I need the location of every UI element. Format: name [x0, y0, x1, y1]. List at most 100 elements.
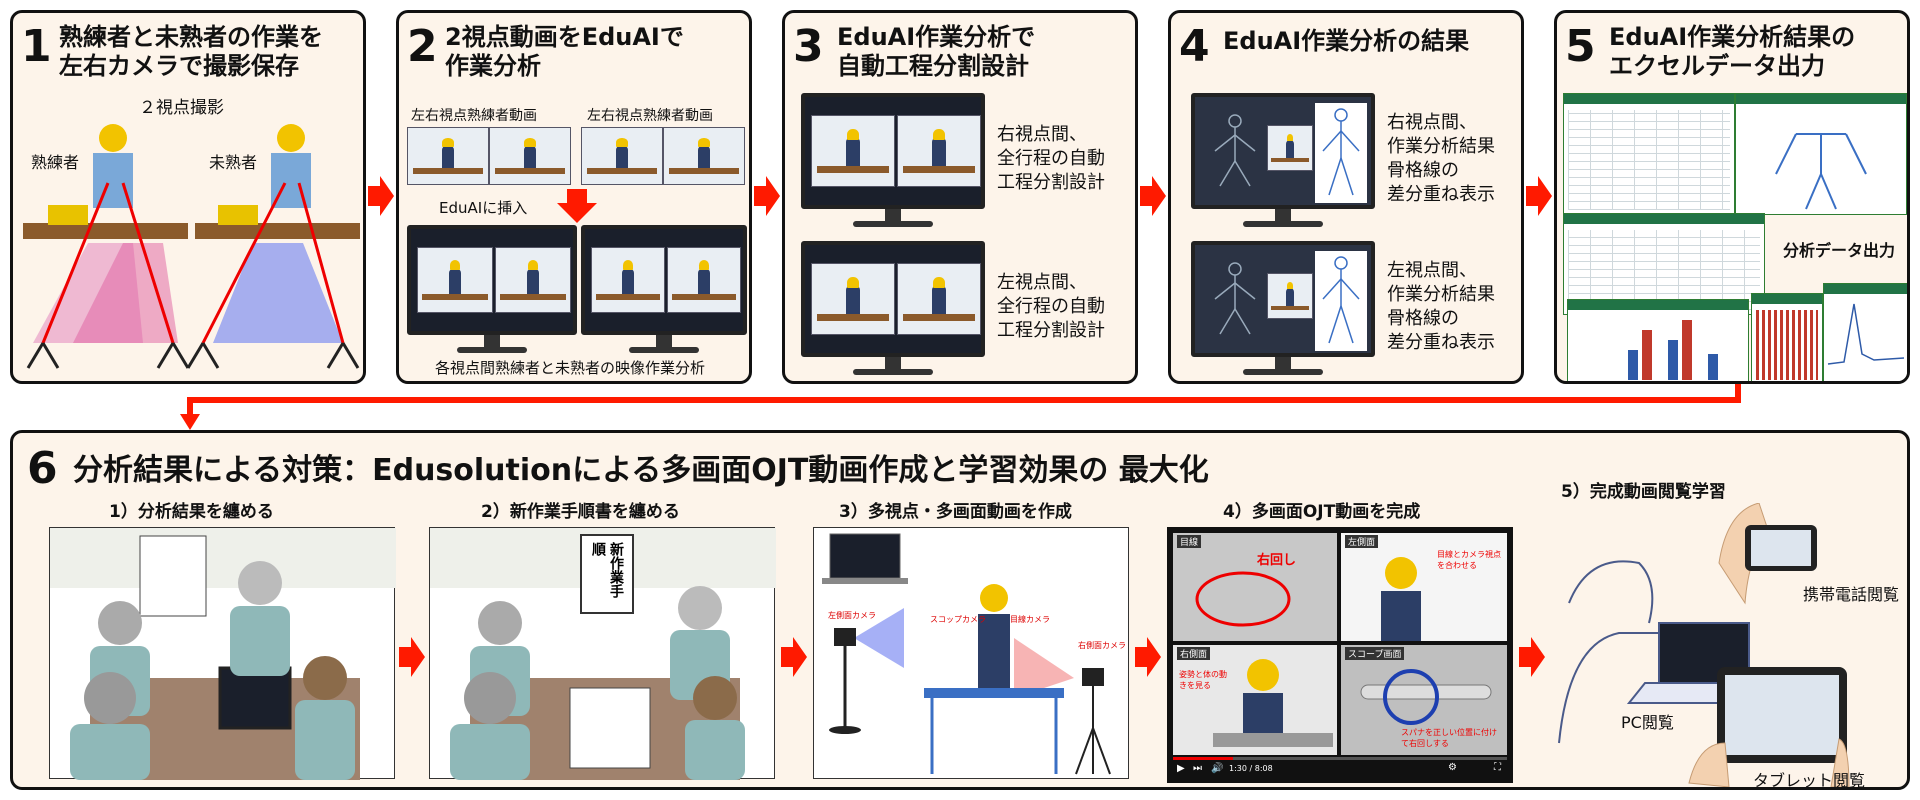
excel-bar-chart-sheet	[1567, 299, 1749, 381]
multi-camera-scene: 左側面カメラ スコップカメラ 目線カメラ 右側面カメラ	[813, 527, 1129, 779]
procedure-chart-icon	[569, 687, 651, 769]
step-title: EduAI作業分析結果の エクセルデータ出力	[1609, 23, 1856, 80]
quadrant-left-view: 左側面 目線とカメラ視点を合わせる	[1341, 533, 1507, 641]
quadrant-right-view: 右側面 姿勢と体の動きを見る	[1173, 645, 1337, 755]
left-video-label: 左右視点熟練者動画	[411, 108, 537, 124]
step-4-panel: 4 EduAI作業分析の結果 右視点間、 作業分析結果 骨格線の 差分重ね表示 …	[1168, 10, 1524, 384]
filming-illustration	[23, 124, 360, 369]
right-arrow-icon	[399, 637, 425, 677]
section-title: 分析結果による対策：Edusolutionによる多画面OJT動画作成と学習効果の…	[73, 453, 1209, 488]
step-number: 4	[1179, 21, 1210, 72]
expert-body	[93, 153, 133, 208]
left-view-result-description: 左視点間、 作業分析結果 骨格線の 差分重ね表示	[1387, 260, 1495, 353]
left-parts-box	[48, 205, 88, 225]
next-icon[interactable]: ⏭	[1193, 763, 1202, 774]
ojt-video-player[interactable]: 目線 右回し 左側面 目線とカメラ視点を合わせる 右側面 姿勢と体の動きを見る …	[1167, 527, 1513, 783]
progress-bar[interactable]	[1173, 757, 1507, 760]
mobile-phone-icon	[1718, 503, 1817, 605]
camera-icon	[834, 628, 856, 646]
monitor-left	[407, 225, 577, 353]
worker-figure	[978, 584, 1010, 688]
camera-icon	[1082, 668, 1104, 686]
step-1-panel: 1 熟練者と未熟者の作業を 左右カメラで撮影保存 ２視点撮影 熟練者 未熟者	[10, 10, 366, 384]
excel-line-chart-sheet	[1823, 283, 1907, 381]
worker-figure	[685, 676, 745, 780]
right-workbench	[195, 223, 360, 239]
eye-camera-label: 目線カメラ	[1010, 615, 1050, 624]
worker-figure	[295, 656, 355, 780]
scope-camera-label: スコップカメラ	[930, 615, 986, 624]
connector-arrow-icon	[180, 384, 1741, 430]
quadrant-eye-view: 目線 右回し	[1173, 533, 1337, 641]
video-thumbnail	[581, 127, 663, 185]
meeting-scene-1	[49, 527, 396, 780]
pc-viewing-label: PC閲覧	[1621, 713, 1674, 732]
worker-figure	[230, 561, 290, 676]
step-title: 2視点動画をEduAIで 作業分析	[445, 23, 684, 80]
left-camera-view-right	[73, 243, 178, 343]
step-number: 6	[27, 443, 58, 494]
left-view-description: 左視点間、 全行程の自動 工程分割設計	[997, 272, 1105, 341]
mobile-viewing-label: 携帯電話閲覧	[1803, 585, 1900, 604]
report-document-icon	[139, 535, 207, 617]
excel-sheet	[1563, 213, 1765, 315]
step-number: 3	[793, 21, 824, 72]
novice-helmet-icon	[277, 124, 305, 152]
down-arrow-icon	[557, 189, 597, 223]
step-6-panel: 6 分析結果による対策：Edusolutionによる多画面OJT動画作成と学習効…	[10, 430, 1910, 790]
step-title: EduAI作業分析で 自動工程分割設計	[837, 23, 1036, 80]
right-arrow-icon	[1526, 176, 1552, 216]
left-camera-label: 左側面カメラ	[828, 611, 876, 620]
monitor-bottom	[801, 241, 985, 377]
play-icon[interactable]: ▶	[1177, 763, 1185, 774]
tablet-icon	[1688, 667, 1850, 787]
step-title: 熟練者と未熟者の作業を 左右カメラで撮影保存	[59, 23, 323, 80]
video-thumbnail	[489, 127, 571, 185]
tablet-icon	[218, 666, 292, 730]
two-view-label: ２視点撮影	[139, 98, 224, 118]
right-camera-view	[1014, 638, 1074, 698]
laptop-icon	[829, 533, 901, 579]
quadrant-scope-view: スコープ画面 スパナを正しい位置に付けて右回しする	[1341, 645, 1507, 755]
volume-icon[interactable]: 🔊	[1211, 763, 1224, 774]
settings-icon[interactable]: ⚙	[1448, 762, 1457, 773]
expert-label: 熟練者	[31, 153, 80, 172]
worker-figure	[70, 672, 150, 780]
substep-4-label: 4）多画面OJT動画を完成	[1223, 502, 1421, 522]
step-2-panel: 2 2視点動画をEduAIで 作業分析 左右視点熟練者動画 左右視点熟練者動画 …	[396, 10, 752, 384]
video-thumbnail	[663, 127, 745, 185]
right-view-result-description: 右視点間、 作業分析結果 骨格線の 差分重ね表示	[1387, 112, 1495, 205]
analysis-caption: 各視点間熟練者と未熟者の映像作業分析	[435, 359, 706, 377]
substep-2-label: 2）新作業手順書を纏める	[481, 502, 680, 522]
right-parts-box	[218, 205, 258, 225]
worker-figure	[450, 672, 530, 780]
insert-label: EduAIに挿入	[439, 199, 528, 217]
excel-skeleton-sheet	[1735, 93, 1907, 215]
step-number: 5	[1565, 21, 1596, 72]
monitor-top	[1191, 93, 1375, 229]
step-5-panel: 5 EduAI作業分析結果の エクセルデータ出力 分析データ出力	[1554, 10, 1910, 384]
left-workbench	[23, 223, 188, 239]
analysis-data-output-label: 分析データ出力	[1783, 241, 1896, 260]
fullscreen-icon[interactable]: ⛶	[1494, 762, 1501, 773]
monitor-top	[801, 93, 985, 229]
substep-5-label: 5）完成動画閲覧学習	[1561, 482, 1726, 502]
tripod-camera-icon	[326, 342, 360, 369]
tripod-camera-icon	[156, 342, 190, 369]
right-view-description: 右視点間、 全行程の自動 工程分割設計	[997, 124, 1105, 193]
right-arrow-icon	[754, 176, 780, 216]
right-video-label: 左右視点熟練者動画	[587, 108, 713, 124]
tablet-viewing-label: タブレット閲覧	[1753, 771, 1866, 790]
step-number: 2	[407, 21, 438, 72]
step-number: 1	[21, 21, 52, 72]
right-arrow-icon	[1140, 176, 1166, 216]
new-procedure-document-text: 新作業手順	[590, 542, 624, 598]
expert-helmet-icon	[99, 124, 127, 152]
time-display: 1:30 / 8:08	[1229, 764, 1273, 773]
player-controls: ▶ ⏭ 🔊 1:30 / 8:08 ⚙ ⛶	[1173, 757, 1507, 777]
right-camera-view	[213, 243, 343, 343]
right-camera-label: 右側面カメラ	[1078, 641, 1126, 650]
substep-3-label: 3）多視点・多画面動画を作成	[839, 502, 1072, 522]
right-arrow-icon	[1135, 637, 1161, 677]
wrench-icon	[1360, 684, 1492, 700]
